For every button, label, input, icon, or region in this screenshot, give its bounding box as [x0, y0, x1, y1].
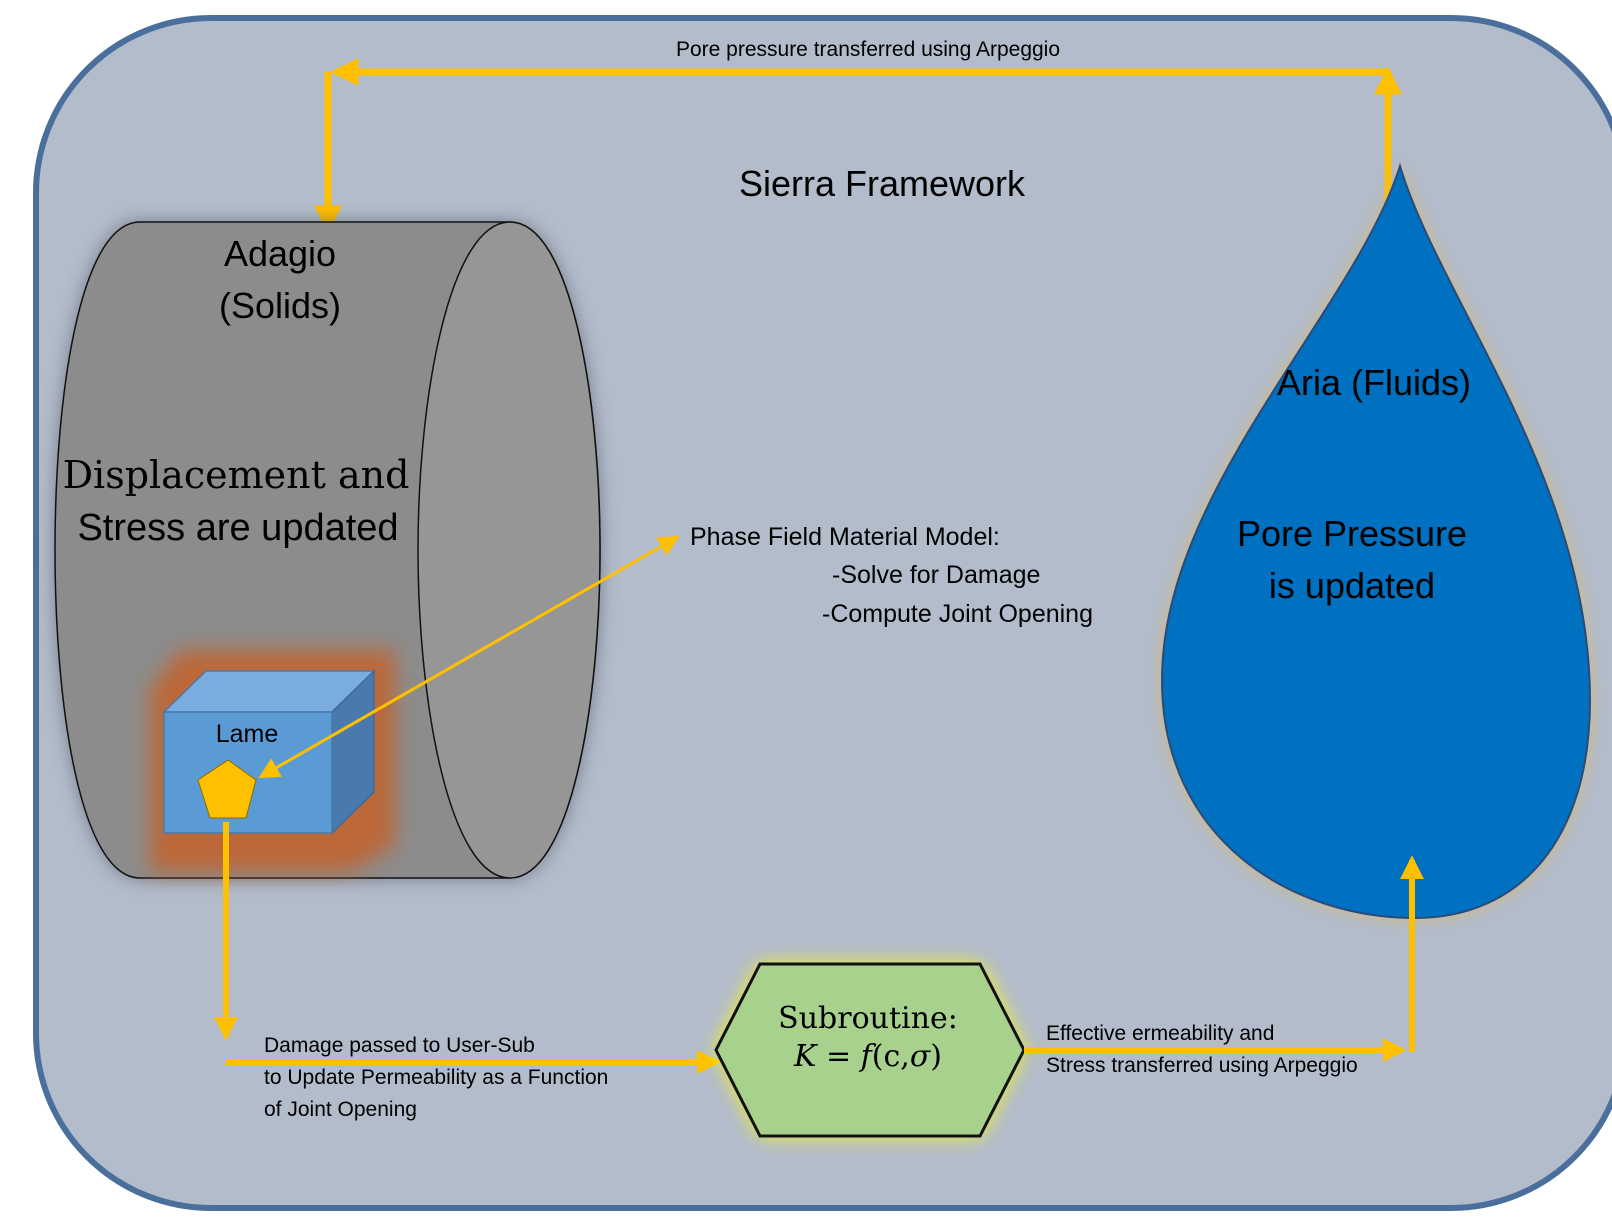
subroutine-hexagon — [714, 962, 1026, 1138]
phase-field-pentagon — [197, 759, 257, 819]
top-transfer-label: Pore pressure transferred using Arpeggio — [676, 38, 1060, 61]
effective-note-line1: Effective ermeability and — [1046, 1022, 1274, 1045]
formula-open-paren: ( — [872, 1039, 884, 1074]
effective-note-line2: Stress transferred using Arpeggio — [1046, 1054, 1358, 1077]
formula-c: c — [883, 1039, 900, 1074]
damage-note-line3: of Joint Opening — [264, 1098, 417, 1121]
phase-field-line3: -Compute Joint Opening — [822, 600, 1093, 628]
adagio-body-line1: Displacement and — [63, 453, 410, 497]
formula-comma: , — [900, 1039, 910, 1074]
lame-cube — [150, 650, 395, 872]
subroutine-title: Subroutine: — [778, 1001, 958, 1036]
permeability-transfer-arrow — [1024, 855, 1424, 1062]
aria-title: Aria (Fluids) — [1277, 362, 1471, 403]
formula-k: K — [793, 1039, 818, 1074]
subroutine-formula: K = f(c,σ) — [793, 1039, 942, 1074]
phase-field-link-arrow — [258, 535, 680, 779]
damage-note-line2: to Update Permeability as a Function — [264, 1066, 608, 1089]
damage-transfer-arrow — [214, 822, 721, 1074]
adagio-body-line2: Stress are updated — [77, 507, 398, 549]
phase-field-line2: -Solve for Damage — [832, 561, 1040, 589]
formula-equals: = — [816, 1039, 860, 1074]
phase-field-line1: Phase Field Material Model: — [690, 523, 1000, 551]
adagio-title: Adagio — [224, 233, 336, 274]
aria-body-line2: is updated — [1269, 565, 1435, 606]
formula-sigma: σ — [910, 1039, 932, 1074]
aria-body-line1: Pore Pressure — [1237, 513, 1467, 554]
damage-note-line1: Damage passed to User-Sub — [264, 1034, 535, 1057]
lame-label: Lame — [216, 720, 279, 748]
sierra-framework-title: Sierra Framework — [739, 163, 1026, 204]
aria-drop — [1160, 162, 1592, 920]
adagio-subtitle: (Solids) — [219, 285, 341, 326]
formula-close-paren: ) — [930, 1039, 942, 1074]
